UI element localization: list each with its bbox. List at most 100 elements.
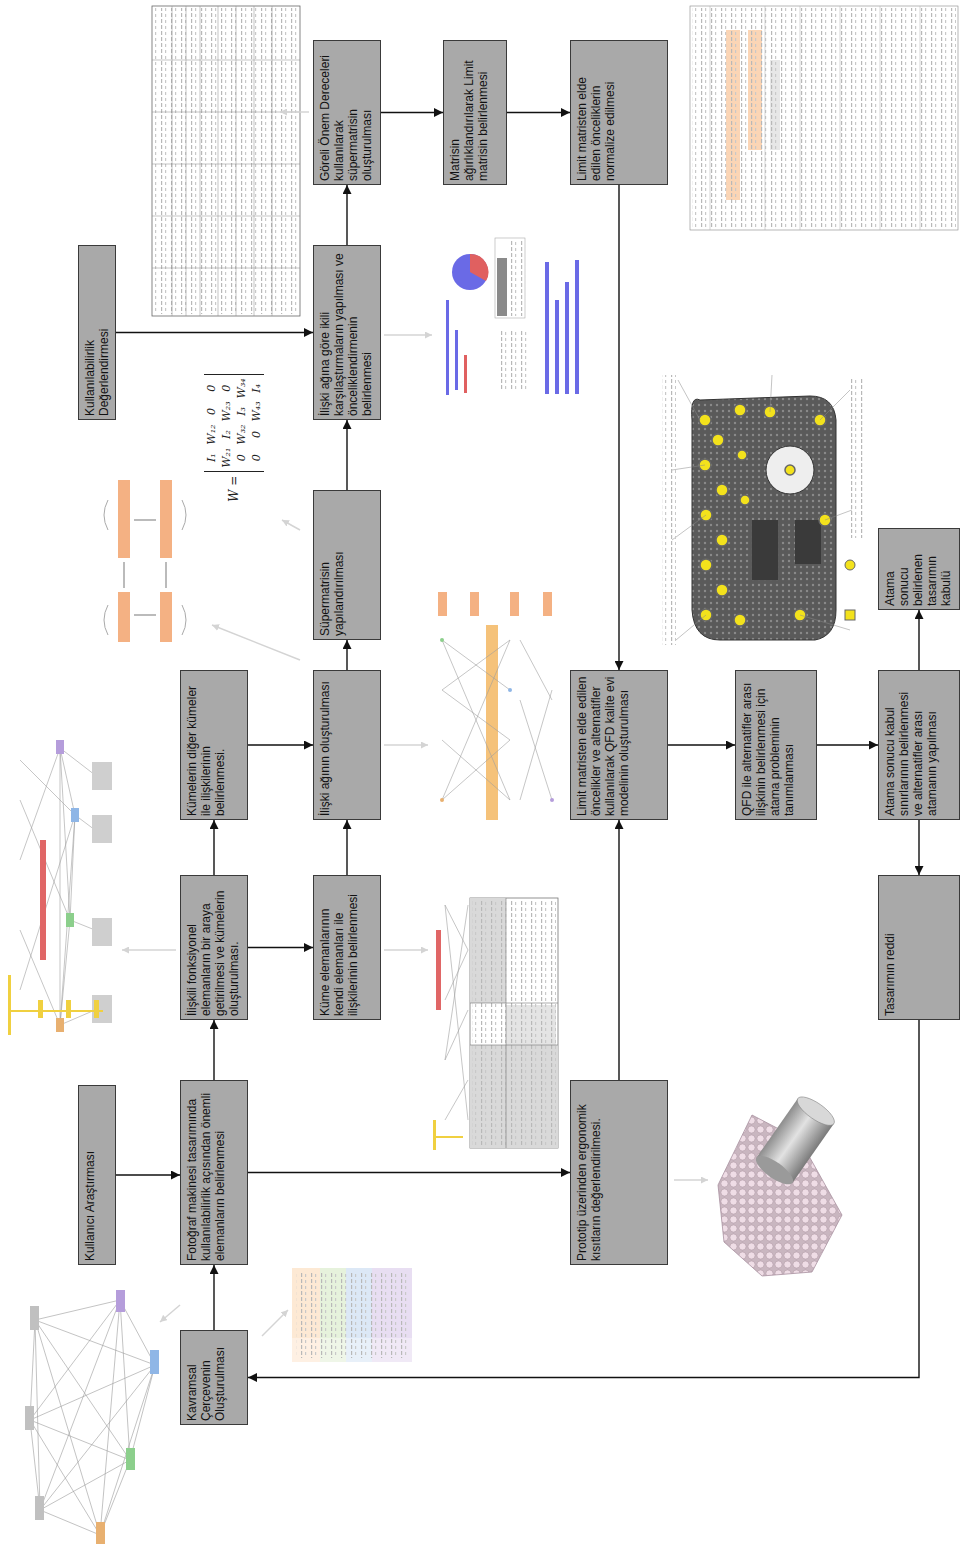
- comparison-table: [152, 6, 300, 316]
- concept-network-nodes: [25, 1290, 159, 1544]
- flow-arrow: [346, 185, 347, 245]
- matrix-cell: W₃₂: [235, 425, 248, 445]
- process-box: Tasarımın reddi: [878, 875, 960, 1020]
- cluster-sketch: [124, 520, 166, 615]
- matrix-cell: 0: [205, 378, 218, 398]
- relation-network: [470, 592, 479, 616]
- input-box: Kullanılabilirlik Değerlendirmesi: [78, 245, 116, 420]
- rotated-text-frame: Kullanılabilirlik Değerlendirmesi: [79, 246, 117, 421]
- leader-arrow: [280, 111, 309, 113]
- flow-arrow: [116, 1174, 180, 1175]
- box-label: İlişki ağına göre ikili karşılaştırmalar…: [318, 251, 374, 416]
- leader-arrow: [160, 1305, 180, 1322]
- prototype-model: [793, 1092, 838, 1130]
- process-box: İlişki ağına göre ikili karşılaştırmalar…: [313, 245, 381, 420]
- cluster-network-marks: [66, 913, 74, 927]
- flow-arrow: [618, 185, 619, 670]
- priorities-table: [690, 6, 958, 230]
- cluster-network-marks: [92, 995, 112, 1023]
- box-label: Fotoğraf makinesi tasarımında kullanılab…: [185, 1086, 227, 1261]
- matrix-cell: 0: [235, 448, 248, 468]
- matrix-cell: 0: [250, 448, 263, 468]
- priority-charts: [575, 260, 579, 394]
- camera-layout: [699, 414, 711, 426]
- camera-layout: [699, 404, 831, 626]
- cluster-network-marks: [8, 975, 11, 1035]
- process-box: Atama sonucu kabul sınırlarının belirlen…: [878, 670, 960, 820]
- leader-arrow: [122, 112, 708, 1336]
- cluster-network-marks: [94, 1000, 99, 1018]
- flow-arrow: [213, 1265, 214, 1330]
- priority-charts: [495, 238, 525, 318]
- camera-layout: [662, 375, 864, 645]
- cluster-network-marks: [66, 1000, 71, 1018]
- leader-arrow: [122, 949, 176, 951]
- comparison-table: [152, 6, 300, 316]
- process-box: Prototip üzerinden ergonomik kısıtların …: [570, 1080, 668, 1265]
- box-label: İlişkili fonksiyonel elemanların bir ara…: [185, 881, 241, 1016]
- camera-layout: [845, 560, 855, 570]
- supermatrix-formula: W =I₁W₁₂00W₂₁I₂W₂₃00W₃₂I₃W₃₄00W₄₃I₄: [198, 372, 270, 502]
- flow-arrow: [918, 610, 919, 670]
- matrix-cell: W₁₂: [205, 425, 218, 445]
- process-box: Süpermatrisin yapılandırılması: [313, 490, 381, 640]
- priority-charts: [497, 258, 507, 316]
- priority-charts: [507, 240, 523, 316]
- process-box: Kavramsal Çerçevenin Oluşturulması: [180, 1330, 248, 1425]
- priority-charts: [464, 355, 467, 393]
- relation-network: [440, 638, 444, 642]
- cluster-sketch: [160, 592, 172, 642]
- relation-network: [550, 798, 554, 802]
- camera-layout: [712, 434, 724, 446]
- rotated-text-frame: Limit matristen elde edilen öncelikler v…: [571, 671, 669, 821]
- box-label: Kullanıcı Araştırması: [83, 1091, 97, 1261]
- cluster-network-marks: [92, 815, 112, 843]
- cluster-network-marks: [56, 1018, 64, 1032]
- process-box: Fotoğraf makinesi tasarımında kullanılab…: [180, 1080, 248, 1265]
- prototype-model: [752, 1092, 839, 1189]
- cluster-network-marks: [8, 740, 112, 1035]
- box-label: Küme elemanlarının kendi elemanları ile …: [318, 881, 360, 1016]
- element-relations: [433, 1120, 436, 1150]
- element-relations: [433, 1136, 463, 1138]
- camera-layout: [692, 396, 836, 640]
- flow-arrow: [213, 820, 214, 875]
- concept-network-nodes: [126, 1448, 135, 1470]
- camera-layout: [700, 559, 712, 571]
- flow-arrow: [248, 1020, 919, 1378]
- camera-layout: [848, 378, 864, 538]
- priorities-table: [690, 6, 958, 230]
- rotated-text-frame: İlişki ağına göre ikili karşılaştırmalar…: [314, 246, 382, 421]
- concept-network-nodes: [116, 1290, 125, 1312]
- process-box: Atama sonucu belirlenen tasarımın kabulü: [878, 528, 960, 610]
- concept-network-nodes: [30, 1306, 39, 1330]
- flow-arrow: [507, 112, 570, 113]
- concept-network: [30, 1300, 155, 1535]
- relation-network: [438, 592, 447, 616]
- priority-charts: [565, 282, 569, 394]
- rotated-text-frame: Kavramsal Çerçevenin Oluşturulması: [181, 1331, 249, 1426]
- camera-layout: [785, 465, 795, 475]
- rotated-text-frame: Limit matristen elde edilen önceliklerin…: [571, 41, 669, 186]
- cluster-network-marks: [92, 918, 112, 946]
- rotated-text-frame: İlişki ağının oluşturulması: [314, 671, 382, 821]
- rotated-text-frame: Kümelerin diğer kümeler ile ilişkilerini…: [181, 671, 249, 821]
- cluster-network-marks: [40, 840, 46, 960]
- element-relations: [436, 930, 441, 1010]
- cluster-sketch: [104, 500, 186, 635]
- rotated-text-frame: İlişkili fonksiyonel elemanların bir ara…: [181, 876, 249, 1021]
- process-box: Limit matristen elde edilen önceliklerin…: [570, 40, 668, 185]
- camera-layout: [734, 404, 746, 416]
- rotated-text-frame: Göreli Önem Dereceleri kullanılarak süpe…: [314, 41, 382, 186]
- process-box: Matrisin ağırlıklandırılarak Limit matri…: [443, 40, 507, 185]
- rotated-text-frame: Matrisin ağırlıklandırılarak Limit matri…: [444, 41, 508, 186]
- flow-arrow: [668, 744, 735, 745]
- matrix-cell: 0: [250, 425, 263, 445]
- relation-network: [442, 640, 552, 800]
- flow-arrow: [346, 420, 347, 490]
- camera-layout: [716, 534, 728, 546]
- box-label: Kullanılabilirlik Değerlendirmesi: [83, 251, 111, 416]
- priority-charts: [470, 254, 488, 281]
